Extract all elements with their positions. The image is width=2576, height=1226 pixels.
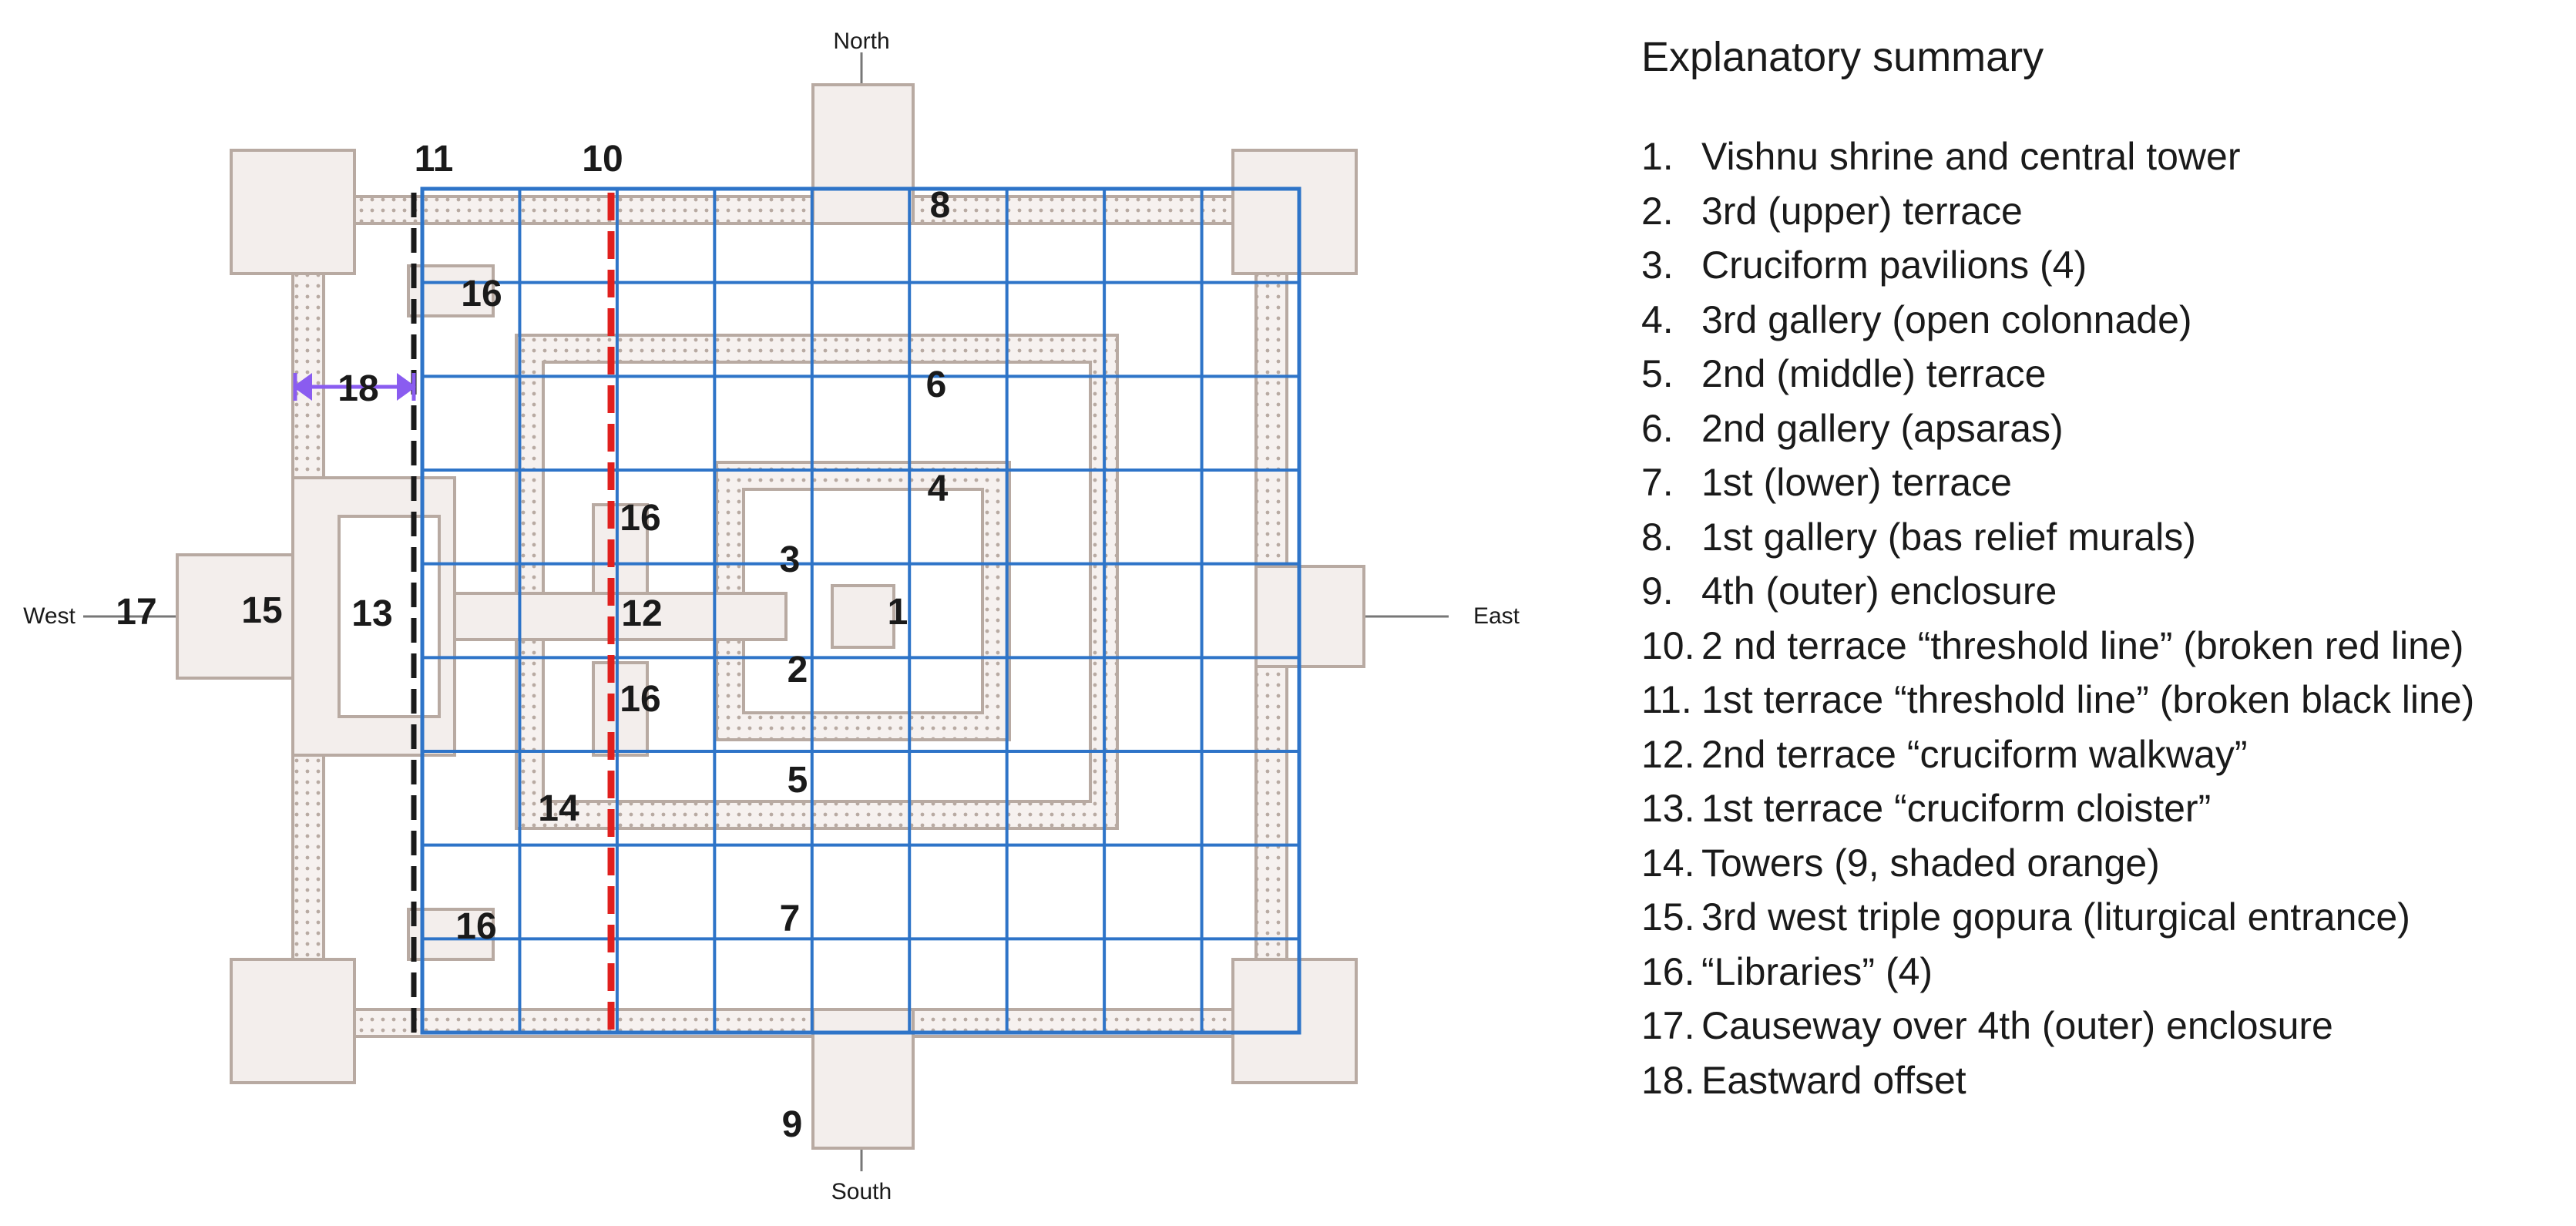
legend-item-number: 3.: [1641, 244, 1674, 287]
legend-item-text: “Libraries” (4): [1701, 949, 1933, 993]
legend-item: 17.Causeway over 4th (outer) enclosure: [1641, 999, 2566, 1053]
plan-label-2: 2: [787, 650, 808, 690]
legend-item-text: Cruciform pavilions (4): [1701, 244, 2087, 287]
legend-item-number: 18.: [1641, 1058, 1695, 1102]
legend-item-text: 3rd (upper) terrace: [1701, 189, 2023, 233]
legend-item: 1. Vishnu shrine and central tower: [1641, 129, 2566, 184]
legend-item: 5. 2nd (middle) terrace: [1641, 347, 2566, 401]
cruciform-walkway: [453, 592, 788, 641]
corner-pavilion-ne: [1231, 149, 1358, 275]
legend-item-text: 2nd (middle) terrace: [1701, 352, 2047, 396]
corner-pavilion-se: [1231, 958, 1358, 1084]
legend-item-number: 16.: [1641, 949, 1695, 993]
legend-item-number: 7.: [1641, 461, 1674, 505]
legend-item: 13.1st terrace “cruciform cloister”: [1641, 781, 2566, 836]
legend-item: 16.“Libraries” (4): [1641, 945, 2566, 999]
legend-item-number: 9.: [1641, 569, 1674, 613]
legend-title: Explanatory summary: [1641, 34, 2044, 80]
legend-item-text: 3rd gallery (open colonnade): [1701, 297, 2192, 341]
plan-label-13: 13: [351, 593, 393, 634]
legend-item-number: 8.: [1641, 515, 1674, 559]
plan-label-16: 16: [620, 498, 661, 539]
legend-item: 3. Cruciform pavilions (4): [1641, 238, 2566, 293]
plan-label-16: 16: [455, 906, 497, 947]
legend-item: 4. 3rd gallery (open colonnade): [1641, 293, 2566, 348]
legend-item: 6. 2nd gallery (apsaras): [1641, 401, 2566, 456]
legend-item-text: 2nd terrace “cruciform walkway”: [1701, 732, 2248, 776]
north-gopura: [811, 83, 915, 225]
label-north: North: [833, 29, 890, 54]
legend-item-number: 1.: [1641, 135, 1674, 179]
legend-item-number: 4.: [1641, 297, 1674, 341]
plan-label-7: 7: [779, 899, 801, 939]
temple-plan-svg: [83, 52, 1449, 1171]
legend-item-text: Towers (9, shaded orange): [1701, 841, 2160, 885]
legend-item-number: 13.: [1641, 787, 1695, 831]
eastward-offset-arrow: [293, 373, 416, 401]
legend-item-text: 1st gallery (bas relief murals): [1701, 515, 2196, 559]
plan-label-5: 5: [787, 760, 808, 801]
legend-item-number: 5.: [1641, 352, 1674, 396]
library-south-inner: [592, 661, 649, 757]
south-gopura: [811, 1008, 915, 1150]
plan-label-9: 9: [781, 1104, 803, 1145]
plan-label-16: 16: [620, 679, 661, 720]
legend-item-number: 6.: [1641, 406, 1674, 450]
legend-item: 8. 1st gallery (bas relief murals): [1641, 510, 2566, 565]
legend-item-text: Eastward offset: [1701, 1058, 1966, 1102]
legend-item: 2. 3rd (upper) terrace: [1641, 184, 2566, 239]
legend-item-number: 12.: [1641, 732, 1695, 776]
plan-label-15: 15: [241, 590, 283, 631]
legend-item-text: 1st (lower) terrace: [1701, 461, 2012, 505]
plan-label-14: 14: [538, 788, 579, 829]
plan-label-12: 12: [621, 593, 663, 634]
east-gopura: [1254, 565, 1365, 668]
legend-item-text: 1st terrace “threshold line” (broken bla…: [1701, 678, 2475, 722]
legend-item-text: Causeway over 4th (outer) enclosure: [1701, 1004, 2333, 1048]
corner-pavilion-sw: [230, 958, 356, 1084]
plan-label-8: 8: [929, 185, 951, 226]
plan-label-6: 6: [925, 364, 947, 405]
legend-item-text: 1st terrace “cruciform cloister”: [1701, 787, 2212, 831]
temple-plan-diagram: North South East West 1 2 3 4 5 6 7 8 9 …: [23, 29, 1520, 1204]
legend-item-text: 2nd gallery (apsaras): [1701, 406, 2064, 450]
legend-item-text: 3rd west triple gopura (liturgical entra…: [1701, 895, 2410, 939]
legend-item-number: 14.: [1641, 841, 1695, 885]
grid-border: [420, 186, 1301, 1035]
legend-item: 7. 1st (lower) terrace: [1641, 455, 2566, 510]
legend-item: 15.3rd west triple gopura (liturgical en…: [1641, 890, 2566, 945]
legend-item: 11.1st terrace “threshold line” (broken …: [1641, 673, 2566, 727]
plan-label-11: 11: [414, 139, 454, 180]
legend-item-number: 2.: [1641, 189, 1674, 233]
legend-item-text: Vishnu shrine and central tower: [1701, 135, 2241, 179]
legend-list: 1. Vishnu shrine and central tower 2. 3rd (…: [1641, 129, 2566, 1107]
legend-item-number: 10.: [1641, 623, 1695, 667]
legend-item: 14.Towers (9, shaded orange): [1641, 836, 2566, 891]
plan-label-10: 10: [582, 139, 623, 180]
legend-item-text: 2 nd terrace “threshold line” (broken re…: [1701, 623, 2464, 667]
explanatory-summary: Explanatory summary 1. Vishnu shrine and …: [1641, 34, 2566, 1107]
plan-label-16: 16: [461, 274, 502, 314]
plan-label-4: 4: [927, 469, 949, 509]
plan-label-17: 17: [116, 592, 157, 633]
plan-label-1: 1: [887, 592, 908, 633]
label-south: South: [831, 1179, 892, 1204]
legend-item-number: 17.: [1641, 1004, 1695, 1048]
legend-item-text: 4th (outer) enclosure: [1701, 569, 2057, 613]
legend-item: 12.2nd terrace “cruciform walkway”: [1641, 727, 2566, 782]
label-west: West: [23, 603, 76, 629]
legend-item: 9. 4th (outer) enclosure: [1641, 564, 2566, 619]
central-tower: [831, 584, 895, 649]
corner-pavilion-nw: [230, 149, 356, 275]
plan-label-18: 18: [338, 368, 379, 409]
legend-item: 10.2 nd terrace “threshold line” (broken…: [1641, 619, 2566, 673]
legend-item: 18.Eastward offset: [1641, 1053, 2566, 1108]
legend-item-number: 15.: [1641, 895, 1695, 939]
legend-item-number: 11.: [1641, 678, 1692, 722]
label-east: East: [1473, 603, 1520, 629]
plan-label-3: 3: [779, 539, 801, 580]
blue-grid: [420, 186, 1301, 1035]
